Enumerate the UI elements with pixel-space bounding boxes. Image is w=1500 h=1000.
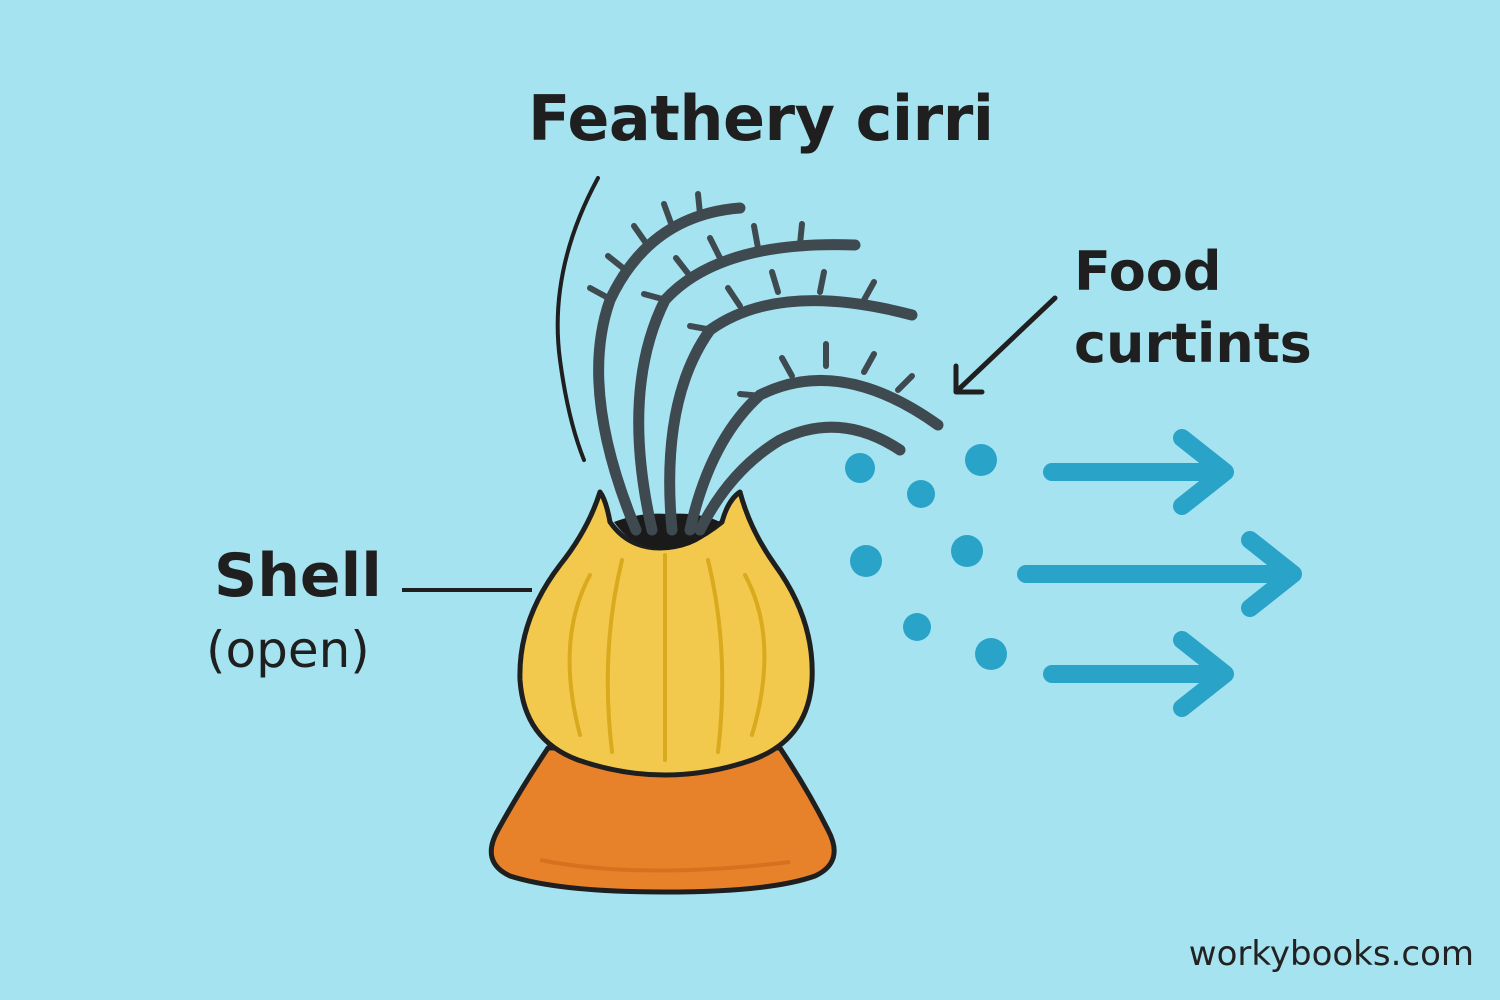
food-particles bbox=[845, 444, 1007, 670]
shell-label: Shell bbox=[214, 541, 382, 611]
cirri-bristles bbox=[587, 191, 915, 399]
current-arrows bbox=[1017, 429, 1302, 717]
food-particle bbox=[903, 613, 931, 641]
feathery-cirri bbox=[593, 202, 944, 536]
right-arrow-icon bbox=[1017, 531, 1302, 617]
food-particle bbox=[907, 480, 935, 508]
food-currents-label: Food curtints bbox=[1074, 236, 1312, 380]
barnacle-base bbox=[488, 745, 837, 895]
food-particle bbox=[965, 444, 997, 476]
food-particle bbox=[951, 535, 983, 567]
food-pointer-arrow bbox=[953, 295, 1058, 395]
food-particle bbox=[845, 453, 875, 483]
shell-ridges bbox=[567, 553, 767, 762]
food-label-line2: curtints bbox=[1074, 312, 1312, 375]
right-arrow-icon bbox=[1043, 429, 1234, 515]
food-label-line1: Food bbox=[1074, 240, 1222, 303]
source-credit: workybooks.com bbox=[1188, 934, 1474, 974]
feathery-cirri-leader bbox=[555, 176, 600, 462]
barnacle-base-shade bbox=[539, 858, 791, 873]
feathery-cirri-label: Feathery cirri bbox=[528, 82, 994, 155]
food-particle bbox=[975, 638, 1007, 670]
shell-sublabel: (open) bbox=[206, 621, 370, 679]
food-particle bbox=[850, 545, 882, 577]
right-arrow-icon bbox=[1043, 631, 1234, 717]
